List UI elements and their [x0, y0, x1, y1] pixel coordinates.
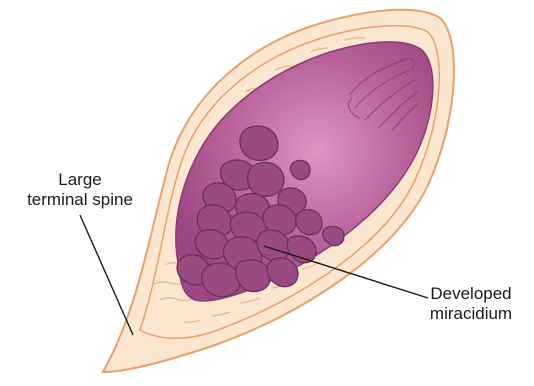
miracidium-label-line-2: miracidium [415, 304, 527, 324]
developed-miracidium-label: Developed miracidium [415, 284, 527, 324]
spine-label-line-1: Large [0, 170, 160, 190]
miracidium-label-line-1: Developed [415, 284, 527, 304]
spine-label-line-2: terminal spine [0, 190, 160, 210]
spine-leader-line [80, 215, 133, 335]
large-terminal-spine-label: Large terminal spine [0, 170, 160, 210]
